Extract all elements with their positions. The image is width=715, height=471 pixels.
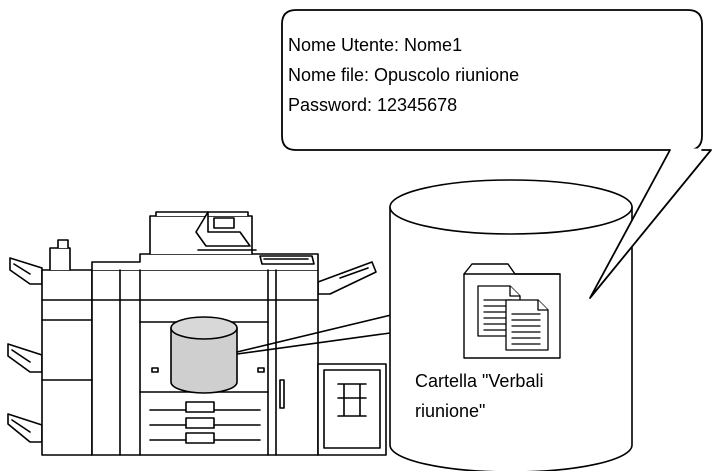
file-name-line: Nome file: Opuscolo riunione: [288, 65, 520, 85]
user-name-line: Nome Utente: Nome1: [288, 35, 463, 55]
callout-text: Nome Utente: Nome1 Nome file: Opuscolo r…: [288, 30, 519, 120]
password-line: Password: 12345678: [288, 95, 458, 115]
output-tray-left: [7, 257, 43, 443]
document-feeder: [195, 211, 257, 251]
storage-drive-icon: [170, 316, 238, 394]
folder-label: Cartella "Verbali riunione": [415, 366, 543, 426]
finisher-unit: [41, 269, 93, 456]
large-capacity-tray: [317, 363, 387, 456]
control-panel: [259, 255, 315, 265]
printer-illustration: [7, 211, 387, 456]
callout-balloon: [281, 9, 712, 299]
documents-icon: [477, 285, 549, 351]
folder-label-line-2: riunione": [415, 401, 486, 421]
connector-line: [236, 309, 413, 355]
folder-label-line-1: Cartella "Verbali: [415, 371, 544, 391]
output-tray-right: [317, 261, 377, 295]
paper-drawers: [149, 401, 261, 444]
